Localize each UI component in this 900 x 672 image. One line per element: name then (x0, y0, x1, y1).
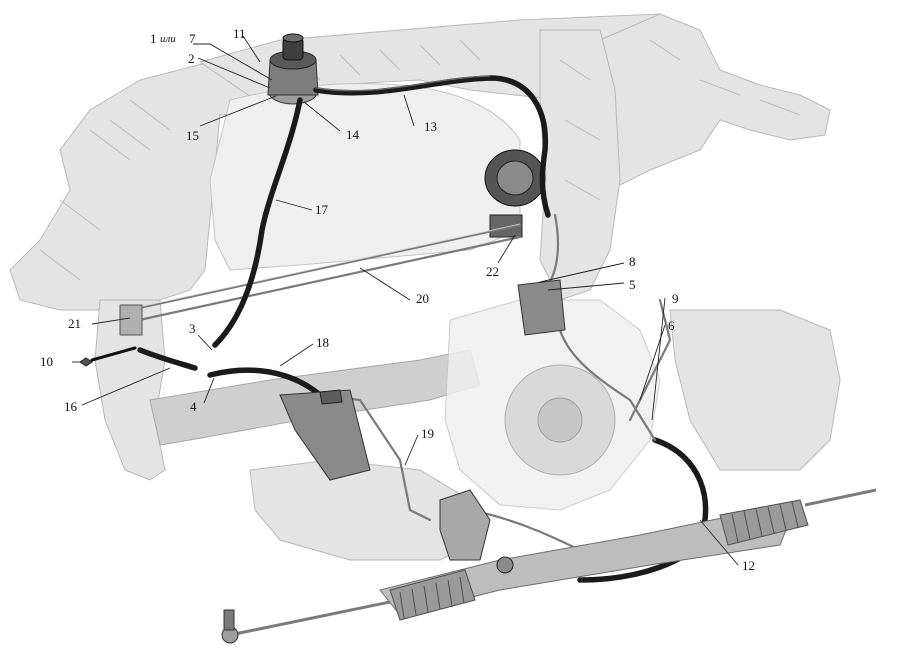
subframe (249, 309, 841, 561)
callout-21: 21 (68, 316, 81, 331)
callout-13: 13 (424, 119, 437, 134)
callout-or: или (160, 33, 176, 45)
callout-11: 11 (233, 26, 246, 41)
callout-7: 7 (189, 31, 196, 46)
callout-6: 6 (668, 318, 675, 333)
brackets (279, 279, 566, 481)
cooler-tubes (119, 223, 522, 336)
callout-labels: 1 или 2 3 4 5 6 7 8 9 10 11 12 13 14 15 … (40, 26, 755, 573)
callout-19: 19 (421, 426, 434, 441)
callout-17: 17 (315, 202, 329, 217)
callout-2: 2 (188, 51, 195, 66)
steering-pump (484, 149, 546, 238)
callout-16: 16 (64, 399, 78, 414)
callout-20: 20 (416, 291, 429, 306)
callout-14: 14 (346, 127, 360, 142)
callout-18: 18 (316, 335, 329, 350)
callout-22: 22 (486, 264, 499, 279)
callout-1: 1 (150, 31, 157, 46)
engine-block (444, 299, 661, 511)
callout-4: 4 (190, 399, 197, 414)
steering-rack (221, 488, 877, 644)
fluid-reservoir (267, 33, 319, 105)
callout-5: 5 (629, 277, 636, 292)
callout-15: 15 (186, 128, 199, 143)
callout-8: 8 (629, 254, 636, 269)
front-end-carrier (9, 13, 831, 481)
leader-lines (72, 35, 739, 566)
bolt-10 (79, 346, 137, 367)
callout-12: 12 (742, 558, 755, 573)
callout-10: 10 (40, 354, 53, 369)
callout-3: 3 (189, 321, 196, 336)
callout-9: 9 (672, 291, 679, 306)
